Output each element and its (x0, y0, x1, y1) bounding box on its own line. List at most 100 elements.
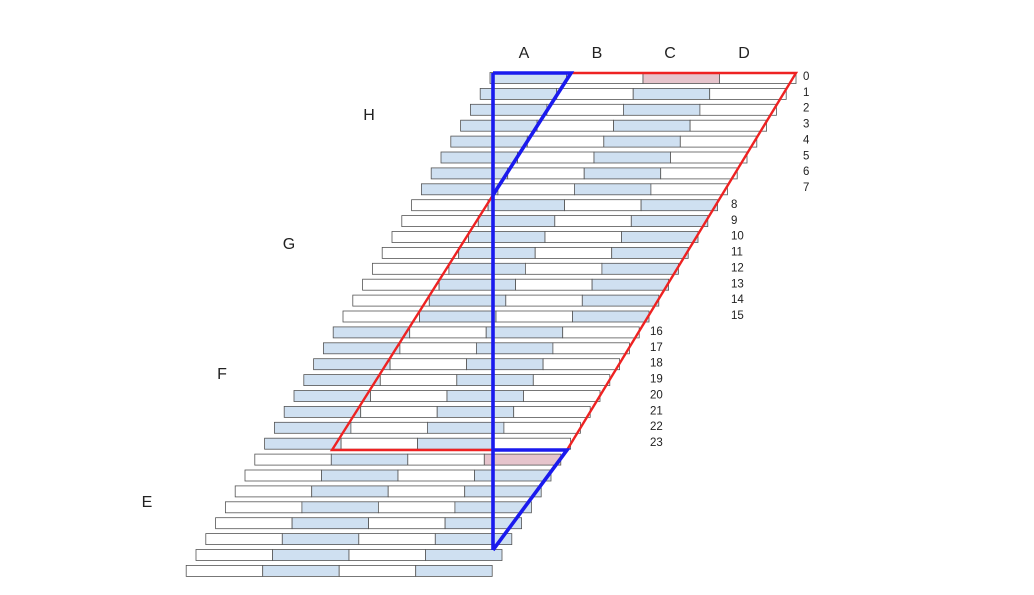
row-index-label: 11 (731, 247, 743, 259)
shaded-cell (611, 246, 689, 259)
plain-cell (689, 119, 767, 132)
grid-row (273, 421, 581, 434)
shaded-cell (613, 119, 691, 132)
plain-cell (556, 88, 634, 100)
shaded-cell (313, 358, 391, 371)
shaded-cell (458, 246, 536, 259)
shaded-cell (262, 565, 340, 577)
plain-cell (513, 405, 591, 418)
shaded-cell (460, 119, 538, 132)
row-index-label: 16 (650, 326, 663, 338)
region-label-e: E (142, 494, 153, 511)
shaded-cell (417, 437, 495, 450)
plain-cell (358, 533, 436, 545)
grid-row (391, 231, 699, 243)
grid-row (381, 246, 689, 259)
shaded-cell (281, 533, 360, 545)
plain-cell (205, 533, 283, 545)
row-index-label: 0 (803, 71, 809, 83)
shaded-cell (623, 103, 701, 116)
shaded-cell (483, 453, 562, 466)
shaded-cell (415, 565, 493, 577)
plain-cell (399, 342, 477, 355)
grid-row (244, 469, 552, 482)
row-index-label: 6 (803, 166, 809, 178)
plain-cell (342, 310, 420, 323)
shaded-cell (583, 167, 662, 180)
plain-cell (515, 278, 593, 291)
plain-cell (523, 390, 601, 402)
row-index-label: 19 (650, 374, 663, 386)
grid-row (362, 278, 669, 291)
row-index-label: 23 (650, 437, 663, 449)
grid-row (440, 151, 748, 164)
shaded-cell (332, 326, 411, 339)
plain-cell (503, 421, 581, 434)
row-index-label: 10 (731, 231, 744, 243)
plain-cell (224, 501, 303, 514)
plain-cell (244, 469, 322, 482)
region-label-g: G (283, 236, 295, 253)
blue-bottom-triangle (491, 448, 571, 552)
shaded-cell (436, 405, 515, 418)
outline-layer (329, 71, 799, 552)
shaded-cell (419, 310, 497, 323)
plain-cell (497, 183, 575, 196)
shaded-cell (474, 469, 552, 482)
grid-row (460, 119, 767, 132)
row-index-label: 7 (803, 182, 809, 194)
shaded-cell (448, 262, 526, 275)
row-index-label: 9 (731, 215, 737, 227)
plain-cell (348, 549, 426, 561)
column-label-a: A (519, 45, 530, 62)
row-index-label: 1 (803, 87, 809, 99)
plain-cell (397, 469, 475, 482)
row-index-label: 3 (803, 119, 809, 131)
plain-cell (562, 326, 640, 339)
shaded-cell (301, 501, 379, 514)
shaded-cell (464, 485, 542, 498)
row-index-label: 14 (731, 294, 744, 306)
shaded-cell (456, 374, 534, 387)
grid-row (195, 549, 503, 561)
column-label-b: B (592, 45, 603, 62)
row-index-label: 5 (803, 150, 809, 162)
region-label-f: F (217, 366, 227, 383)
grid-row (411, 199, 718, 212)
plain-cell (389, 358, 468, 371)
grid-row (185, 565, 493, 577)
column-label-c: C (664, 45, 676, 62)
grid-row (293, 390, 601, 402)
row-index-label: 2 (803, 103, 809, 115)
shaded-cell (466, 358, 544, 371)
shaded-cell (283, 405, 362, 418)
plain-cell (254, 453, 332, 466)
shaded-cell (440, 151, 518, 164)
grid-row (215, 517, 523, 530)
plain-cell (544, 231, 622, 243)
shaded-cell (450, 135, 528, 148)
grid-row (401, 215, 709, 228)
row-index-label: 20 (650, 389, 663, 401)
row-index-label: 17 (650, 342, 663, 354)
plain-cell (534, 246, 613, 259)
grid-row (469, 103, 777, 116)
grid-row (264, 437, 572, 450)
grid-row (479, 88, 787, 100)
plain-cell (377, 501, 456, 514)
plain-cell (401, 215, 479, 228)
plain-cell (526, 135, 605, 148)
plain-cell (679, 135, 758, 148)
shaded-cell (574, 183, 652, 196)
grid-row (254, 453, 562, 466)
grid-row (450, 135, 758, 148)
plain-cell (371, 262, 450, 275)
grid-row (342, 310, 650, 323)
shaded-cell (321, 469, 399, 482)
shaded-cell (272, 549, 350, 561)
plain-cell (360, 405, 438, 418)
shaded-cell (469, 103, 548, 116)
grid-row (332, 326, 640, 339)
plain-cell (234, 485, 313, 498)
